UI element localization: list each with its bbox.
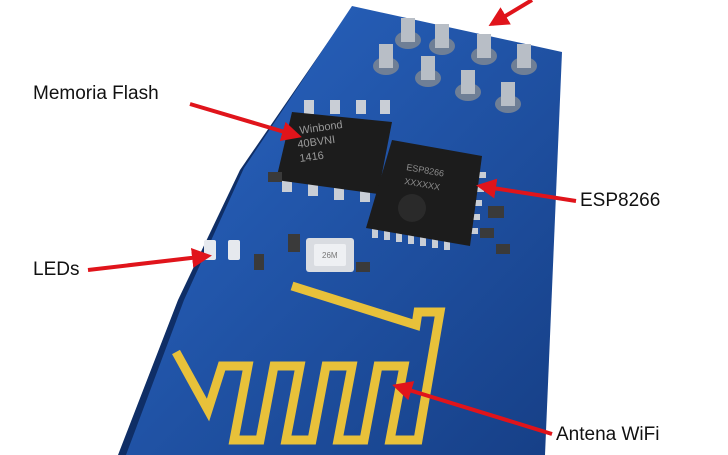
smd-components xyxy=(254,172,510,272)
arrow-leds xyxy=(87,247,212,272)
flash-marking-2: 40BVNI xyxy=(297,134,336,151)
label-leds: LEDs xyxy=(33,259,80,280)
callout-arrows xyxy=(87,0,577,436)
flash-marking-1: Winbond xyxy=(299,119,344,137)
crystal-marking: 26M xyxy=(322,251,338,260)
flash-chip: Winbond 40BVNI 1416 xyxy=(276,100,392,202)
label-memoria-flash: Memoria Flash xyxy=(33,83,159,104)
flash-marking-3: 1416 xyxy=(299,150,325,165)
arrow-flash xyxy=(189,102,302,142)
arrow-antenna xyxy=(392,381,553,436)
pcb-antenna xyxy=(172,281,446,445)
arrow-esp xyxy=(476,178,577,203)
label-antena-wifi: Antena WiFi xyxy=(556,424,660,445)
label-esp8266: ESP8266 xyxy=(580,190,661,211)
arrow-pins xyxy=(488,0,534,27)
pcb-board xyxy=(118,6,562,455)
crystal: 26M xyxy=(306,238,354,272)
header-pins xyxy=(373,18,537,113)
